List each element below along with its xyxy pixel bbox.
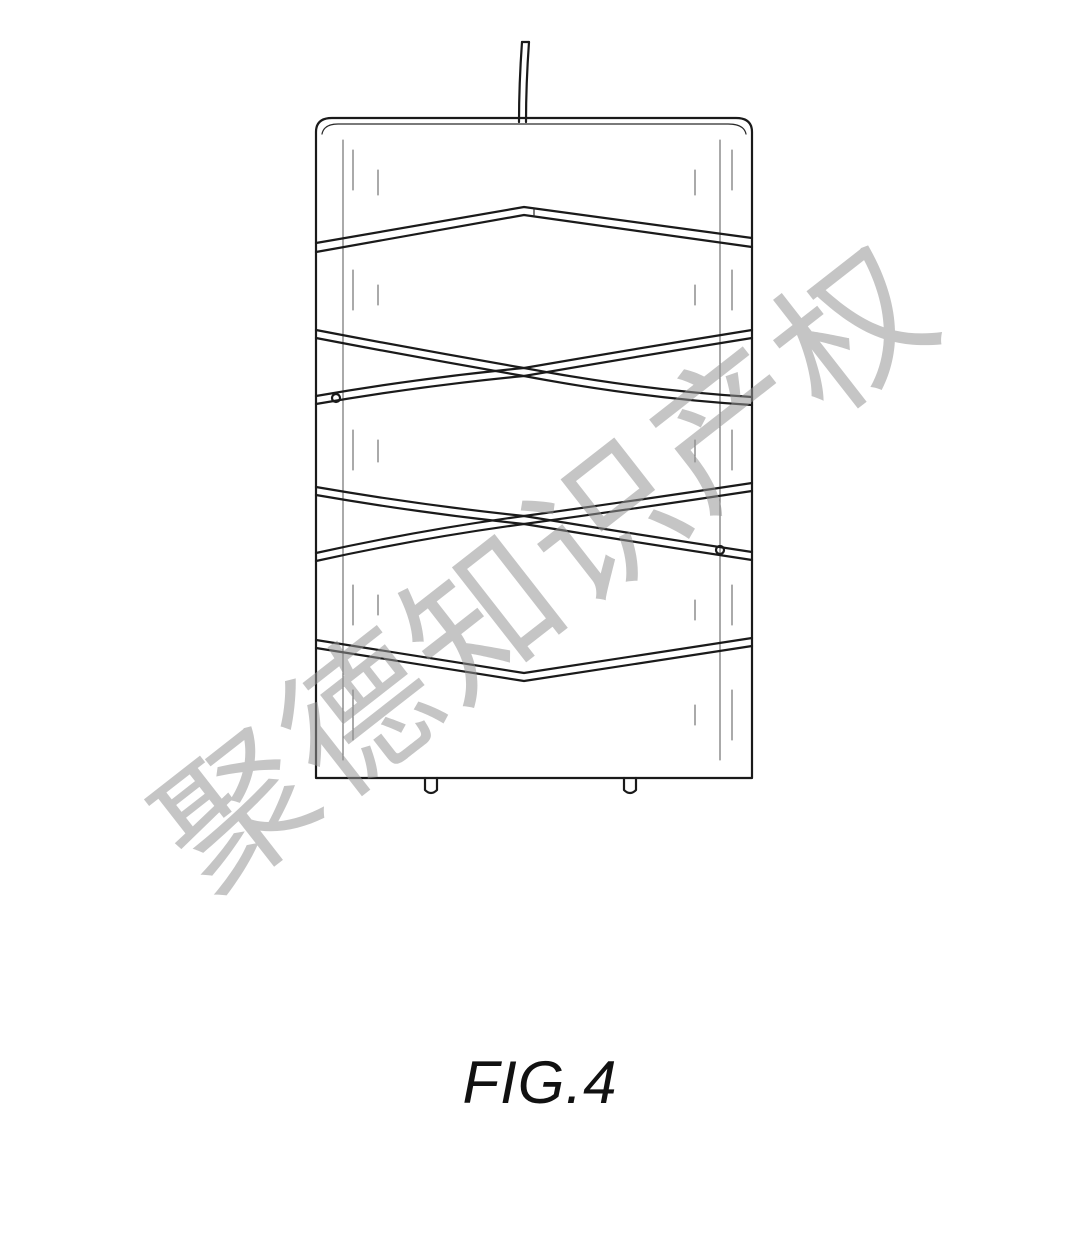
device-body	[314, 116, 754, 780]
top-cord	[517, 40, 531, 124]
figure-label: FIG.4	[462, 1049, 618, 1116]
device-feet	[423, 776, 638, 795]
wrap-bands	[314, 205, 754, 683]
